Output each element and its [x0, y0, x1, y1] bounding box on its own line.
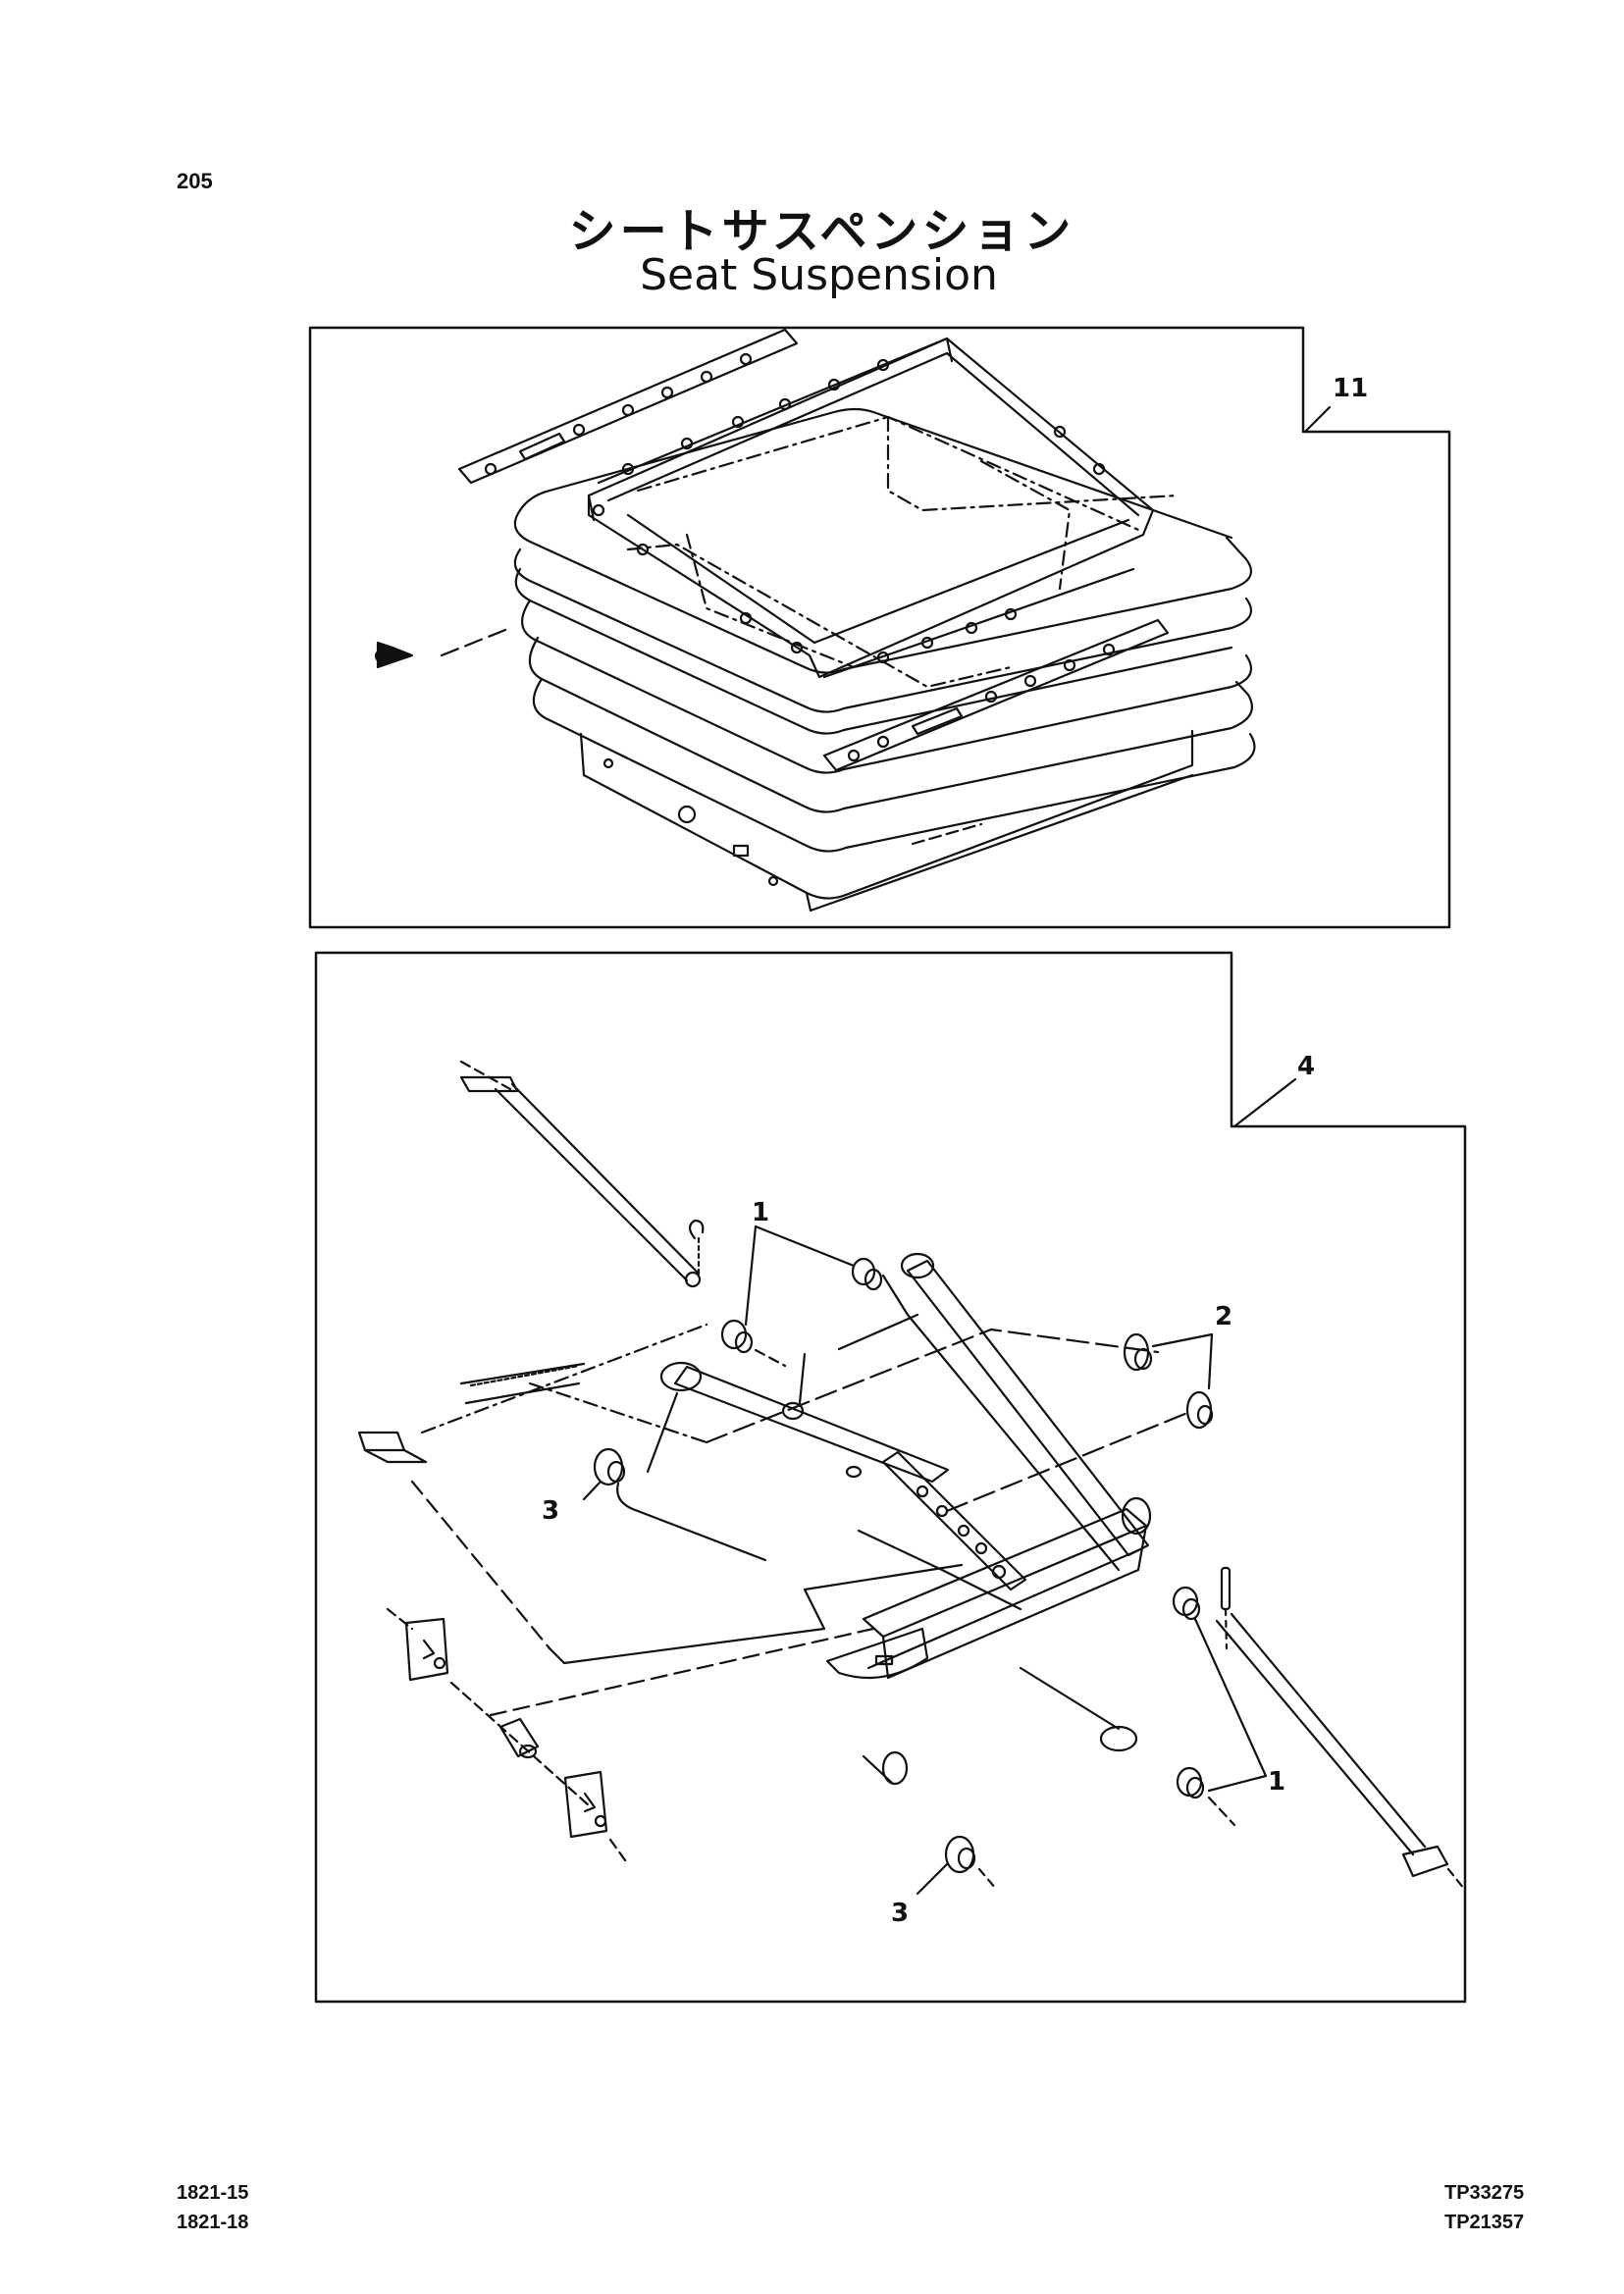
- e-clip-icon: [688, 1219, 705, 1277]
- slide-rail-left: [357, 1323, 964, 1665]
- bushing-1a: [720, 1319, 787, 1368]
- base-details: [602, 757, 983, 887]
- callout-4-leader: [1232, 1077, 1297, 1128]
- footer-right-code-1: TP33275: [1444, 2182, 1525, 2204]
- rail-right-lower: [822, 618, 1170, 772]
- bushing-1d: [1176, 1766, 1236, 1827]
- center-plate: [845, 1450, 1027, 1611]
- callout-11: 11: [1333, 374, 1368, 403]
- page-title-english: Seat Suspension: [640, 250, 998, 300]
- cross-bar-lower: [862, 1496, 1152, 1786]
- rail-left-upper: [457, 328, 799, 485]
- rail-right-inner: [822, 567, 1135, 679]
- callout-11-leader: [1303, 405, 1332, 434]
- callout-1-leader-bottom: [1193, 1617, 1268, 1793]
- callout-2-leader: [1151, 1332, 1214, 1390]
- bushing-1c: [1172, 1586, 1201, 1621]
- callout-1-bottom: 1: [1268, 1767, 1285, 1797]
- callout-3-bottom: 3: [891, 1899, 909, 1928]
- callout-1-top: 1: [752, 1198, 769, 1227]
- callout-3b-leader: [916, 1862, 949, 1896]
- callout-3a-leader: [582, 1480, 602, 1501]
- callout-3-left: 3: [542, 1496, 559, 1526]
- push-rivet-icon: [374, 626, 512, 669]
- bushing-3a: [582, 1447, 626, 1501]
- bushing-1b: [851, 1257, 883, 1291]
- footer-right-code-2: TP21357: [1444, 2212, 1525, 2233]
- bushing-3b: [916, 1835, 998, 1896]
- callout-1-leader-top: [744, 1225, 856, 1327]
- lower-panel-border: [314, 951, 1467, 2004]
- rail-mid: [597, 337, 949, 485]
- upper-panel-border: [308, 326, 1451, 929]
- long-rod-lower: [1215, 1612, 1466, 1891]
- top-frame: [587, 337, 1155, 679]
- footer-left: 1821-15 1821-18: [177, 2178, 248, 2237]
- scissor-arm-rear: [837, 1252, 1150, 1572]
- roller-pin: [449, 1627, 875, 1807]
- latch-plate-lower: [563, 1770, 630, 1866]
- callout-2: 2: [1215, 1302, 1232, 1331]
- long-rod-upper: [459, 1060, 702, 1288]
- spring-pin-icon: [1220, 1566, 1231, 1650]
- lower-bracket: [825, 1627, 929, 1680]
- callout-4: 4: [1297, 1052, 1315, 1081]
- scissor-arm-front: [616, 1352, 950, 1562]
- bellows-cover: [513, 407, 1256, 912]
- footer-right: TP33275 TP21357: [1444, 2178, 1524, 2237]
- footer-left-code-1: 1821-15: [177, 2182, 249, 2204]
- page-title-japanese: シートサスペンション: [568, 204, 1075, 259]
- latch-plate-upper: [386, 1607, 449, 1682]
- footer-left-code-2: 1821-18: [177, 2212, 249, 2233]
- page-number: 205: [177, 169, 213, 193]
